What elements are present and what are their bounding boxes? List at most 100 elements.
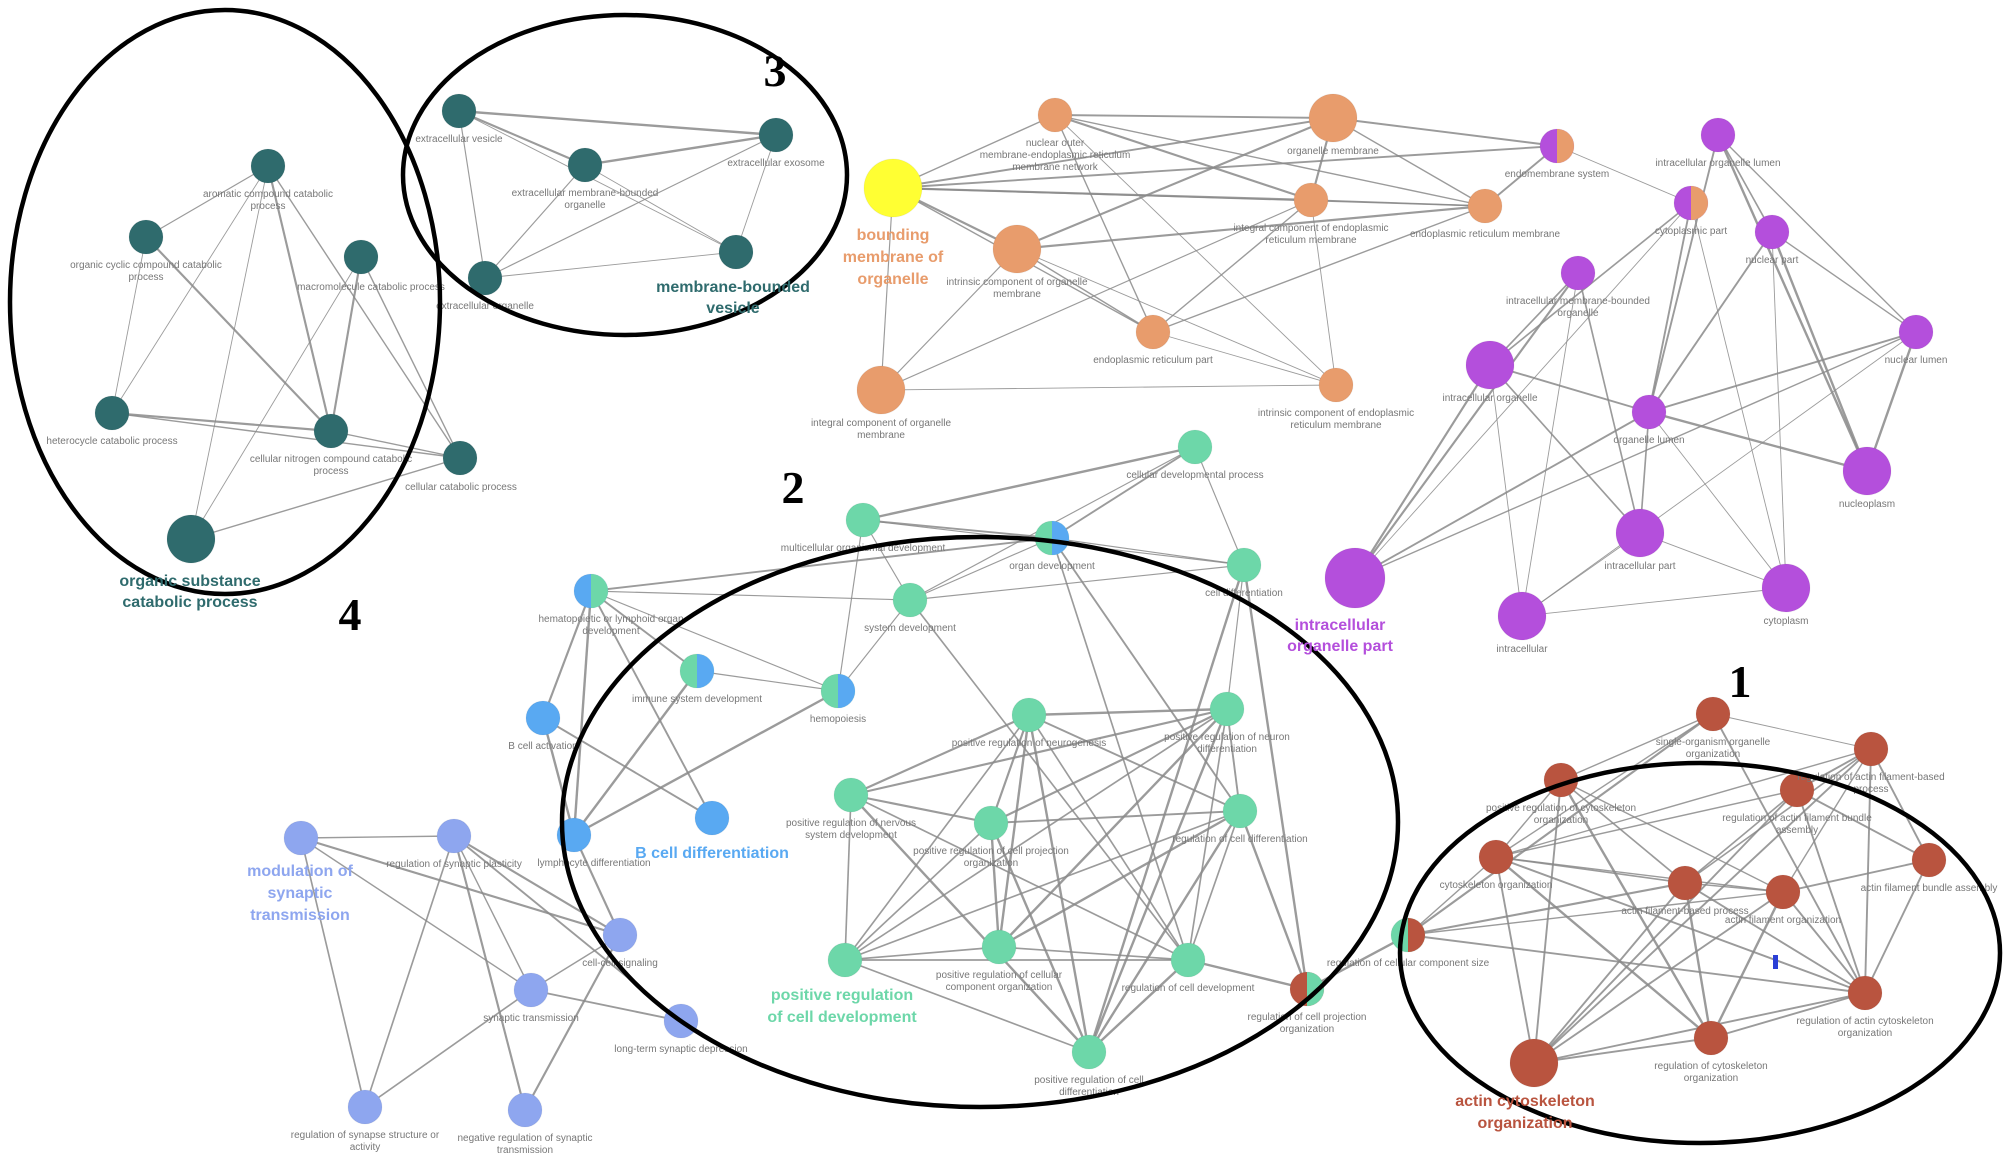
network-edge: [1648, 202, 1692, 413]
network-edge: [1332, 117, 1558, 147]
node-circle: [467, 260, 503, 296]
network-node[interactable]: [1765, 874, 1801, 910]
network-node[interactable]: [166, 514, 216, 564]
network-node[interactable]: [442, 440, 478, 476]
network-node[interactable]: [856, 365, 906, 415]
network-node[interactable]: [1034, 520, 1070, 556]
network-node[interactable]: [833, 777, 869, 813]
network-node[interactable]: [313, 413, 349, 449]
network-edge: [453, 835, 532, 991]
network-node[interactable]: [845, 502, 881, 538]
node-label: regulation of cell development: [1122, 983, 1255, 994]
network-node[interactable]: [1318, 367, 1354, 403]
network-edge: [1194, 446, 1245, 566]
network-node[interactable]: [718, 234, 754, 270]
network-node[interactable]: [1071, 1034, 1107, 1070]
network-node[interactable]: [827, 942, 863, 978]
network-node[interactable]: [1695, 696, 1731, 732]
network-edge: [989, 822, 1001, 948]
network-node[interactable]: [1222, 793, 1258, 829]
cluster-2-outline: [559, 534, 1401, 1110]
node-label: intracellular membrane-bounded: [1506, 296, 1650, 307]
cluster-label-line: vesicle: [706, 300, 759, 317]
network-node[interactable]: [981, 929, 1017, 965]
network-node[interactable]: [513, 972, 549, 1008]
network-edge: [1709, 891, 1785, 1039]
node-label: nucleoplasm: [1839, 499, 1895, 510]
node-circle: [250, 148, 286, 184]
network-node[interactable]: [441, 93, 477, 129]
network-node[interactable]: [283, 820, 319, 856]
network-node[interactable]: [1509, 1038, 1559, 1088]
network-node[interactable]: [1209, 691, 1245, 727]
network-edge: [989, 822, 1091, 1053]
node-circle: [507, 1092, 543, 1128]
network-node[interactable]: [1177, 429, 1213, 465]
network-node[interactable]: [1615, 508, 1665, 558]
network-node[interactable]: [1324, 547, 1386, 609]
network-node[interactable]: [694, 800, 730, 836]
network-edge: [330, 430, 461, 459]
node-label: organic cyclic compound catabolic: [70, 260, 222, 271]
network-node[interactable]: [1170, 942, 1206, 978]
network-node[interactable]: [1390, 917, 1426, 953]
node-label: intrinsic component of organelle: [946, 277, 1088, 288]
network-node[interactable]: [1467, 188, 1503, 224]
network-node[interactable]: [1700, 117, 1736, 153]
network-node[interactable]: [525, 700, 561, 736]
network-node[interactable]: [1631, 394, 1667, 430]
network-node[interactable]: [1560, 255, 1596, 291]
network-node[interactable]: [863, 158, 923, 218]
network-node[interactable]: [1693, 1020, 1729, 1056]
network-node[interactable]: [992, 224, 1042, 274]
cluster-label-line: membrane-bounded: [656, 279, 810, 296]
network-node[interactable]: [556, 817, 592, 853]
network-edge: [1489, 364, 1523, 617]
network-node[interactable]: [1037, 97, 1073, 133]
node-label: cytoskeleton organization: [1440, 880, 1553, 891]
network-node[interactable]: [1754, 214, 1790, 250]
network-node[interactable]: [1465, 340, 1515, 390]
network-node[interactable]: [1761, 563, 1811, 613]
network-node[interactable]: [1847, 975, 1883, 1011]
node-circle: [1842, 446, 1892, 496]
node-label: extracellular vesicle: [415, 134, 503, 145]
network-node[interactable]: [679, 653, 715, 689]
network-node[interactable]: [1911, 842, 1947, 878]
network-node[interactable]: [1308, 93, 1358, 143]
network-node[interactable]: [758, 117, 794, 153]
network-node[interactable]: [1478, 839, 1514, 875]
network-edge: [1521, 587, 1787, 617]
network-node[interactable]: [820, 673, 856, 709]
network-node[interactable]: [1497, 591, 1547, 641]
network-node[interactable]: [467, 260, 503, 296]
network-node[interactable]: [973, 805, 1009, 841]
network-node[interactable]: [567, 147, 603, 183]
network-node[interactable]: [1011, 697, 1047, 733]
network-node[interactable]: [94, 395, 130, 431]
network-node[interactable]: [347, 1089, 383, 1125]
network-node[interactable]: [436, 818, 472, 854]
network-node[interactable]: [250, 148, 286, 184]
node-circle: [1911, 842, 1947, 878]
node-label: nuclear lumen: [1885, 355, 1948, 366]
network-node[interactable]: [1842, 446, 1892, 496]
network-node[interactable]: [1226, 547, 1262, 583]
network-node[interactable]: [1673, 185, 1709, 221]
node-label: heterocycle catabolic process: [46, 436, 177, 447]
network-node[interactable]: [1539, 128, 1575, 164]
network-node[interactable]: [573, 573, 609, 609]
network-node[interactable]: [1293, 182, 1329, 218]
network-edge: [267, 165, 461, 459]
network-node[interactable]: [343, 239, 379, 275]
network-node[interactable]: [128, 219, 164, 255]
network-node[interactable]: [892, 582, 928, 618]
network-node[interactable]: [507, 1092, 543, 1128]
network-node[interactable]: [602, 917, 638, 953]
network-node[interactable]: [1898, 314, 1934, 350]
network-node[interactable]: [1667, 865, 1703, 901]
network-node[interactable]: [1135, 314, 1171, 350]
network-edge: [1354, 272, 1579, 579]
node-label: actin filament bundle assembly: [1861, 883, 1998, 894]
network-node[interactable]: [1853, 731, 1889, 767]
